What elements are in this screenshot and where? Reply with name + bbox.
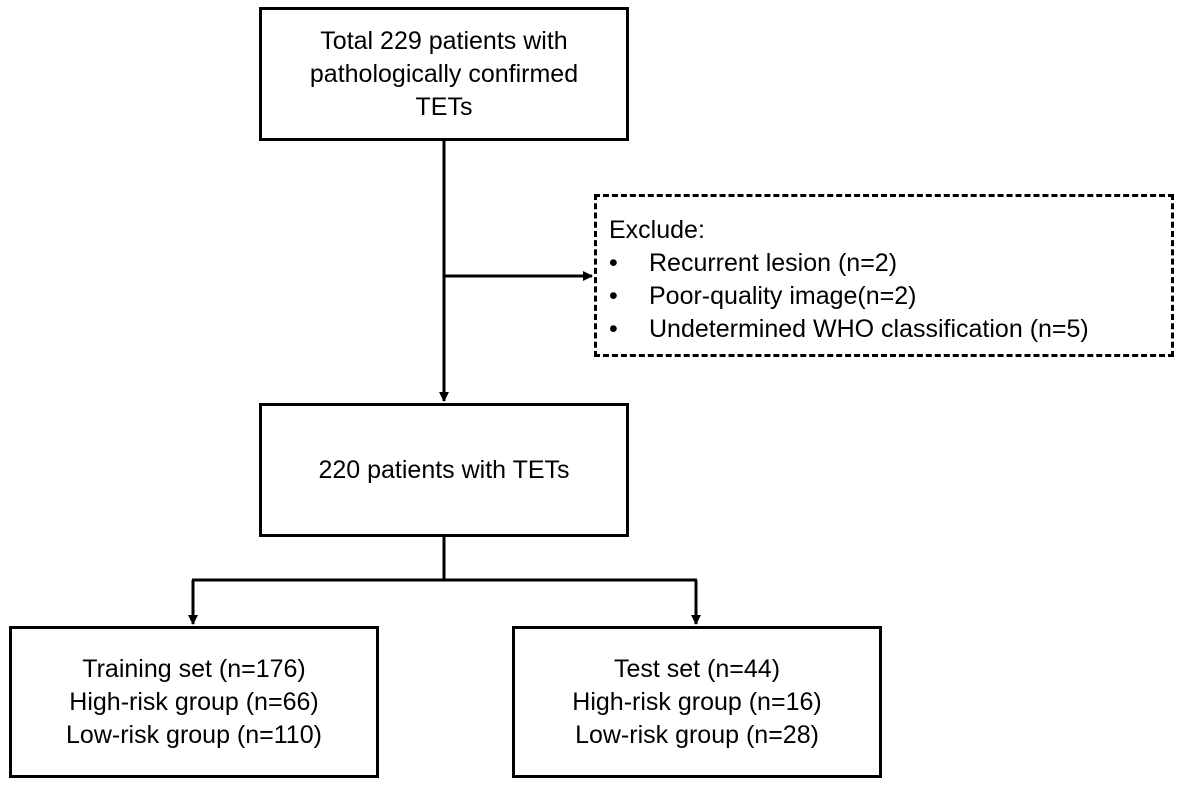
exclusion-item-label: Poor-quality image(n=2) — [649, 282, 917, 310]
exclusion-item: • Undetermined WHO classification (n=5) — [609, 313, 1171, 346]
bullet-icon: • — [609, 315, 618, 343]
exclusion-list: • Recurrent lesion (n=2) • Poor-quality … — [609, 247, 1171, 346]
bullet-icon: • — [609, 249, 618, 277]
total-patients-line-3: TETs — [415, 92, 473, 121]
exclusion-title: Exclude: — [609, 216, 705, 244]
exclusion-box: Exclude: • Recurrent lesion (n=2) • Poor… — [594, 194, 1174, 357]
total-patients-line-2: pathologically confirmed — [309, 59, 579, 88]
eligible-patients-label: 220 patients with TETs — [318, 455, 570, 484]
exclusion-item: • Poor-quality image(n=2) — [609, 280, 1171, 313]
total-patients-line-1: Total 229 patients with — [320, 26, 568, 55]
exclusion-item-label: Undetermined WHO classification (n=5) — [649, 315, 1089, 343]
total-patients-box: Total 229 patients with pathologically c… — [259, 7, 629, 141]
eligible-patients-box: 220 patients with TETs — [259, 403, 629, 537]
training-set-line-2: High-risk group (n=66) — [69, 687, 319, 716]
test-set-box: Test set (n=44) High-risk group (n=16) L… — [512, 626, 882, 778]
training-set-line-3: Low-risk group (n=110) — [66, 720, 322, 749]
bullet-icon: • — [609, 282, 618, 310]
training-set-box: Training set (n=176) High-risk group (n=… — [9, 626, 379, 778]
exclusion-item-label: Recurrent lesion (n=2) — [649, 249, 898, 277]
exclusion-item: • Recurrent lesion (n=2) — [609, 247, 1171, 280]
test-set-line-3: Low-risk group (n=28) — [575, 720, 819, 749]
training-set-line-1: Training set (n=176) — [82, 654, 306, 683]
test-set-line-1: Test set (n=44) — [613, 654, 781, 683]
test-set-line-2: High-risk group (n=16) — [572, 687, 822, 716]
